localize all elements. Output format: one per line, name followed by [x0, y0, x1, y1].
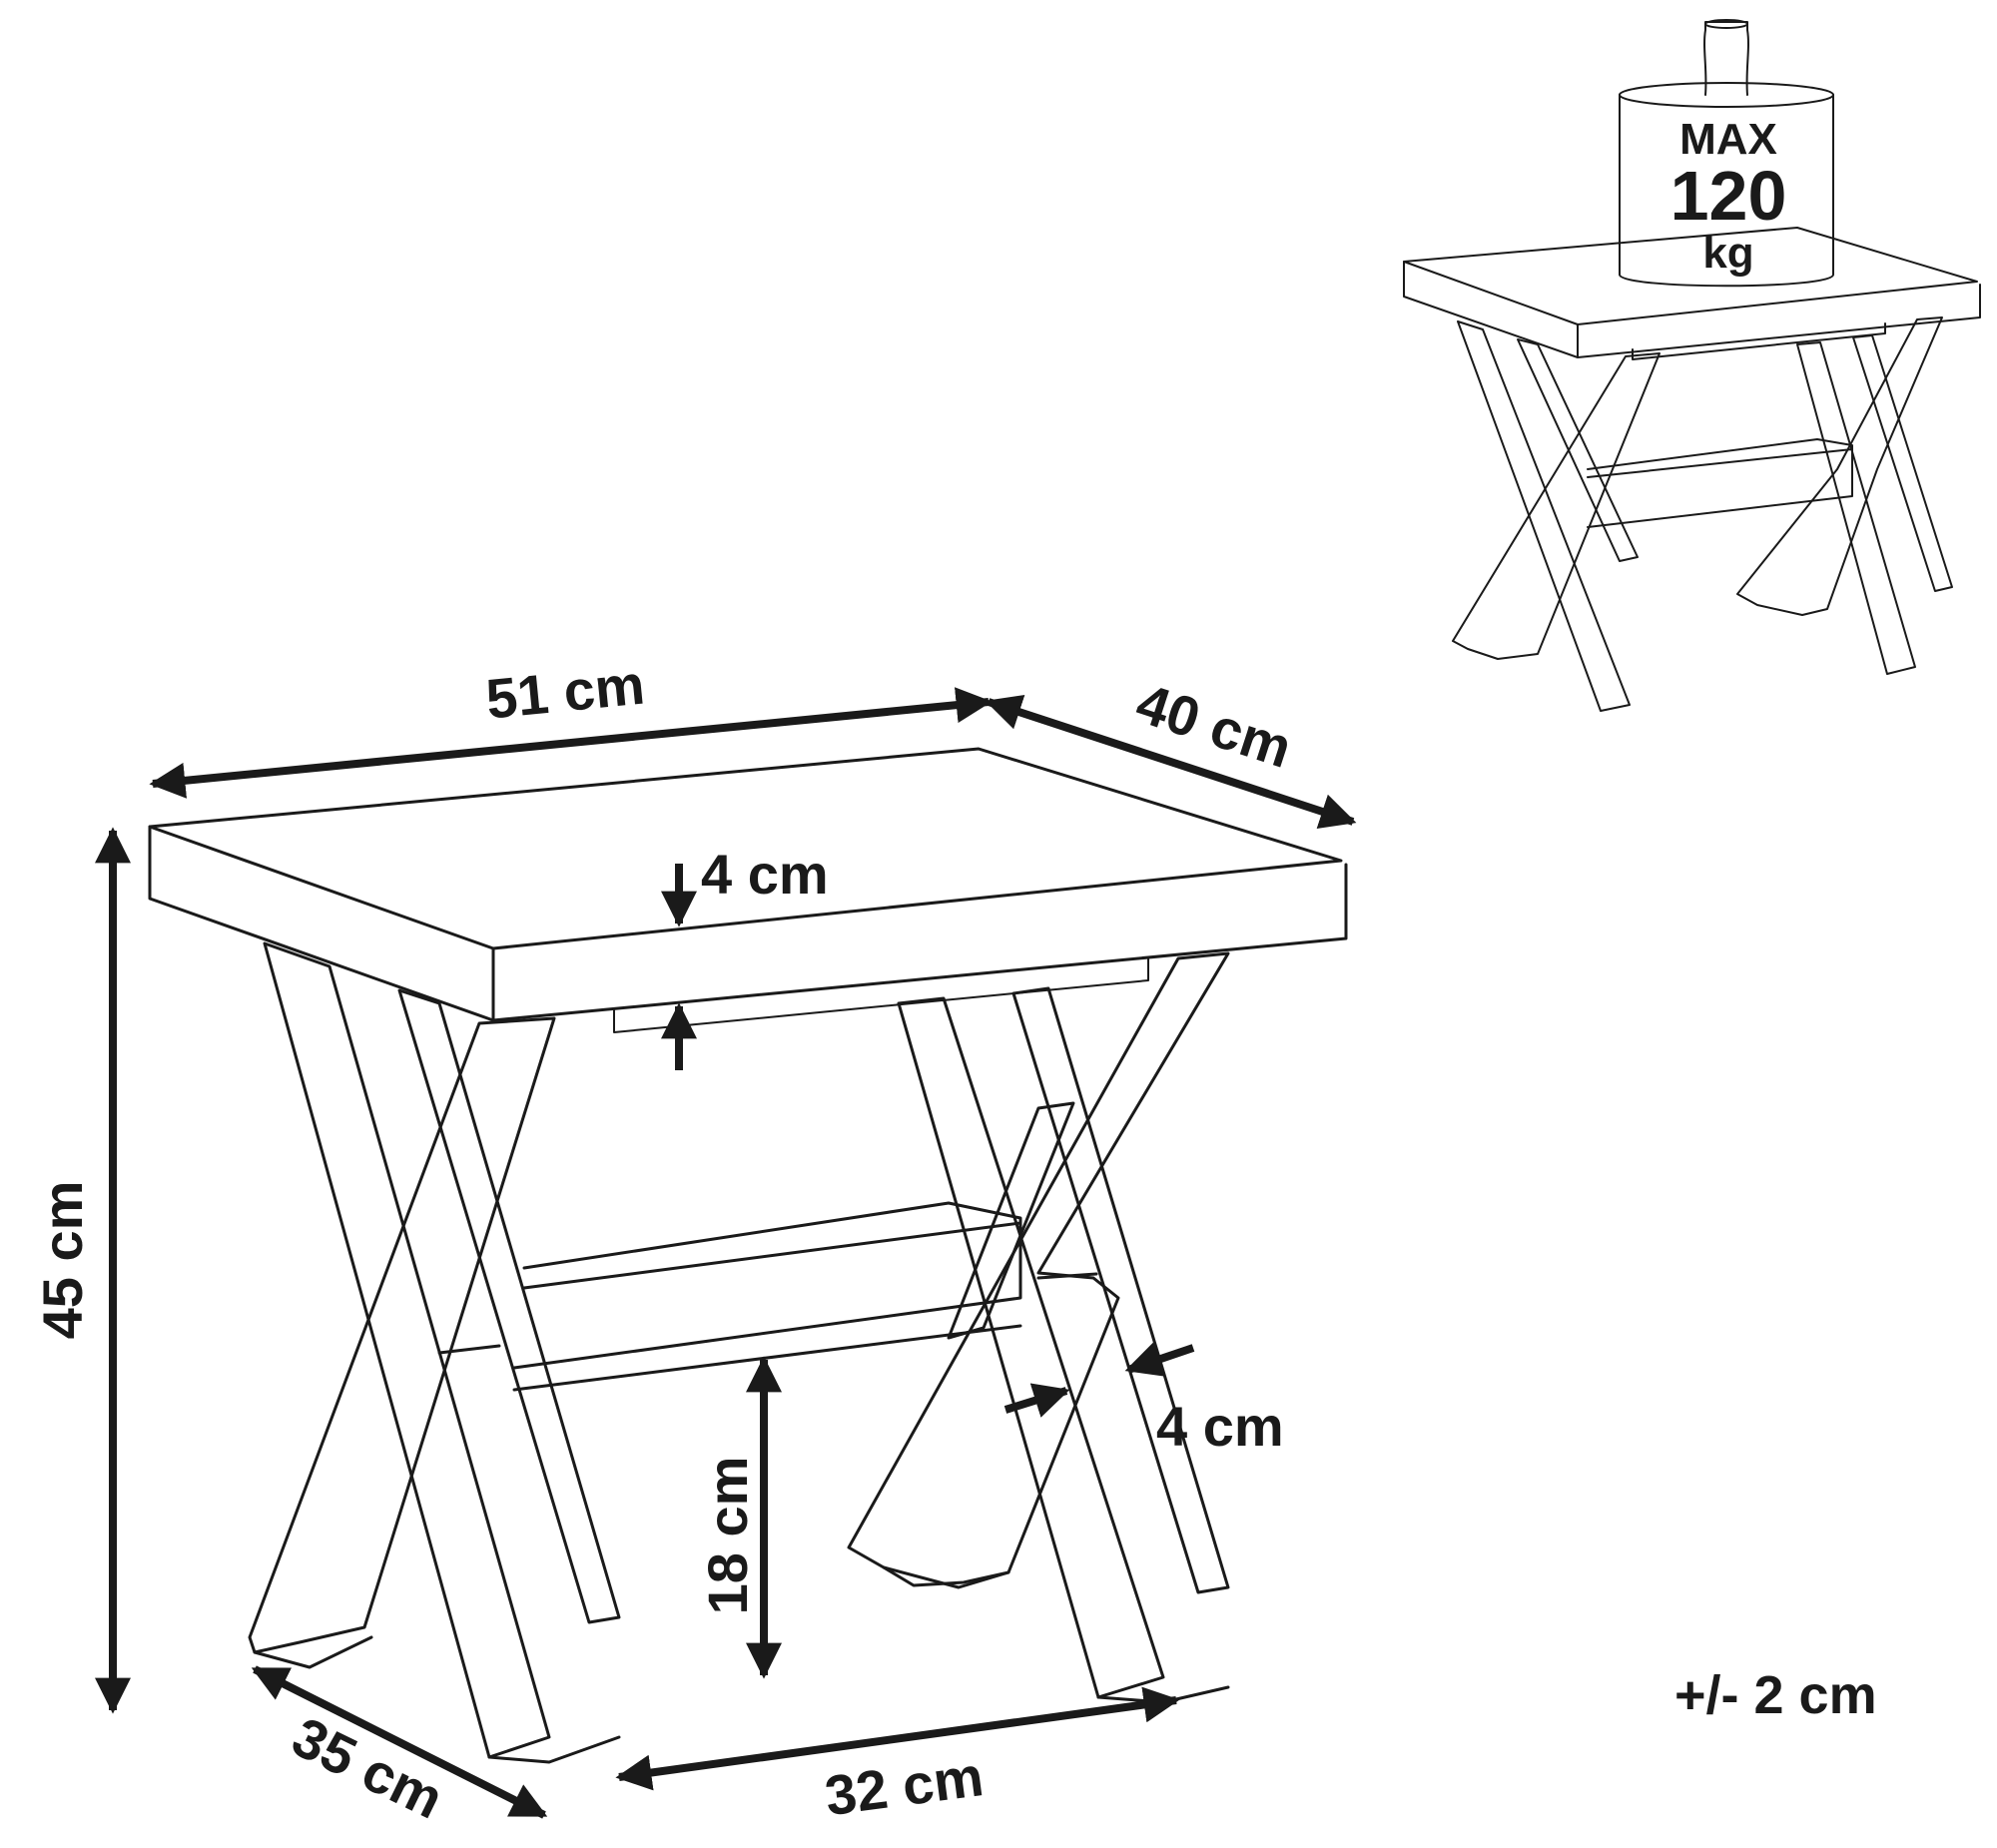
weight-bottle-mouth	[1704, 19, 1748, 29]
small-tabletop-top-face	[1403, 227, 1978, 325]
right-back-short-leg	[947, 1101, 1075, 1340]
load-unit-label: kg	[1702, 229, 1753, 278]
width-dimension-arrow	[149, 687, 993, 799]
small-right-cross-leg	[1736, 316, 1943, 616]
base-width-dimension-arrow	[615, 1686, 1180, 1791]
left-back-leg-b	[397, 988, 621, 1624]
tabletop-left-edge	[148, 825, 495, 1022]
left-foot	[253, 1635, 373, 1669]
load-value-label: 120	[1670, 157, 1787, 235]
load-capacity-illustration: MAX 120 kg	[1403, 19, 1981, 712]
shelf-top-face	[512, 1201, 1022, 1370]
weight-bottle-neck	[1703, 21, 1749, 96]
depth-label: 40 cm	[1129, 671, 1299, 780]
leg-thickness-arrow-left	[1003, 1383, 1070, 1418]
left-front-leg-a	[263, 941, 551, 1759]
height-label: 45 cm	[31, 1181, 94, 1340]
tabletop-front-edge	[491, 863, 1348, 1022]
right-cross-leg-f	[847, 951, 1230, 1589]
small-right-back-leg	[1852, 334, 1953, 592]
shelf-height-label: 18 cm	[696, 1457, 759, 1615]
right-front-leg-d	[897, 996, 1165, 1699]
depth-dimension-arrow	[985, 695, 1357, 829]
right-back-foot	[882, 1565, 1010, 1587]
small-apron	[1632, 322, 1886, 360]
base-width-label: 32 cm	[822, 1744, 988, 1827]
top-thickness-label: 4 cm	[701, 843, 829, 906]
small-left-front-leg	[1457, 320, 1631, 712]
weight-bottle-top	[1619, 82, 1834, 108]
dimension-arrows	[95, 687, 1357, 1819]
small-shelf	[1587, 438, 1853, 528]
small-shelf-edge	[1587, 448, 1853, 478]
right-back-leg-e	[1011, 986, 1230, 1594]
weight-bottle-body	[1619, 94, 1834, 288]
tolerance-label: +/- 2 cm	[1674, 1665, 1877, 1725]
right-leg-joint	[1036, 1272, 1098, 1280]
dimension-labels: 51 cm 40 cm 4 cm 45 cm 18 cm 4 cm 35 cm …	[31, 652, 1877, 1830]
small-left-back-leg	[1517, 338, 1639, 562]
left-leg-joint	[437, 1344, 501, 1355]
left-cross-leg-c	[248, 1016, 556, 1654]
leg-thickness-arrow-right	[1124, 1342, 1195, 1377]
base-depth-dimension-arrow	[251, 1665, 548, 1819]
small-left-cross-leg	[1452, 352, 1661, 660]
shelf-front-edge	[522, 1221, 1022, 1290]
width-label: 51 cm	[483, 652, 647, 730]
small-right-front-leg	[1796, 341, 1916, 675]
leg-thickness-label: 4 cm	[1156, 1395, 1284, 1458]
weight-container: MAX 120 kg	[1619, 19, 1834, 288]
load-max-label: MAX	[1679, 115, 1777, 164]
small-tabletop-edges	[1403, 261, 1981, 358]
apron	[613, 957, 1149, 1033]
